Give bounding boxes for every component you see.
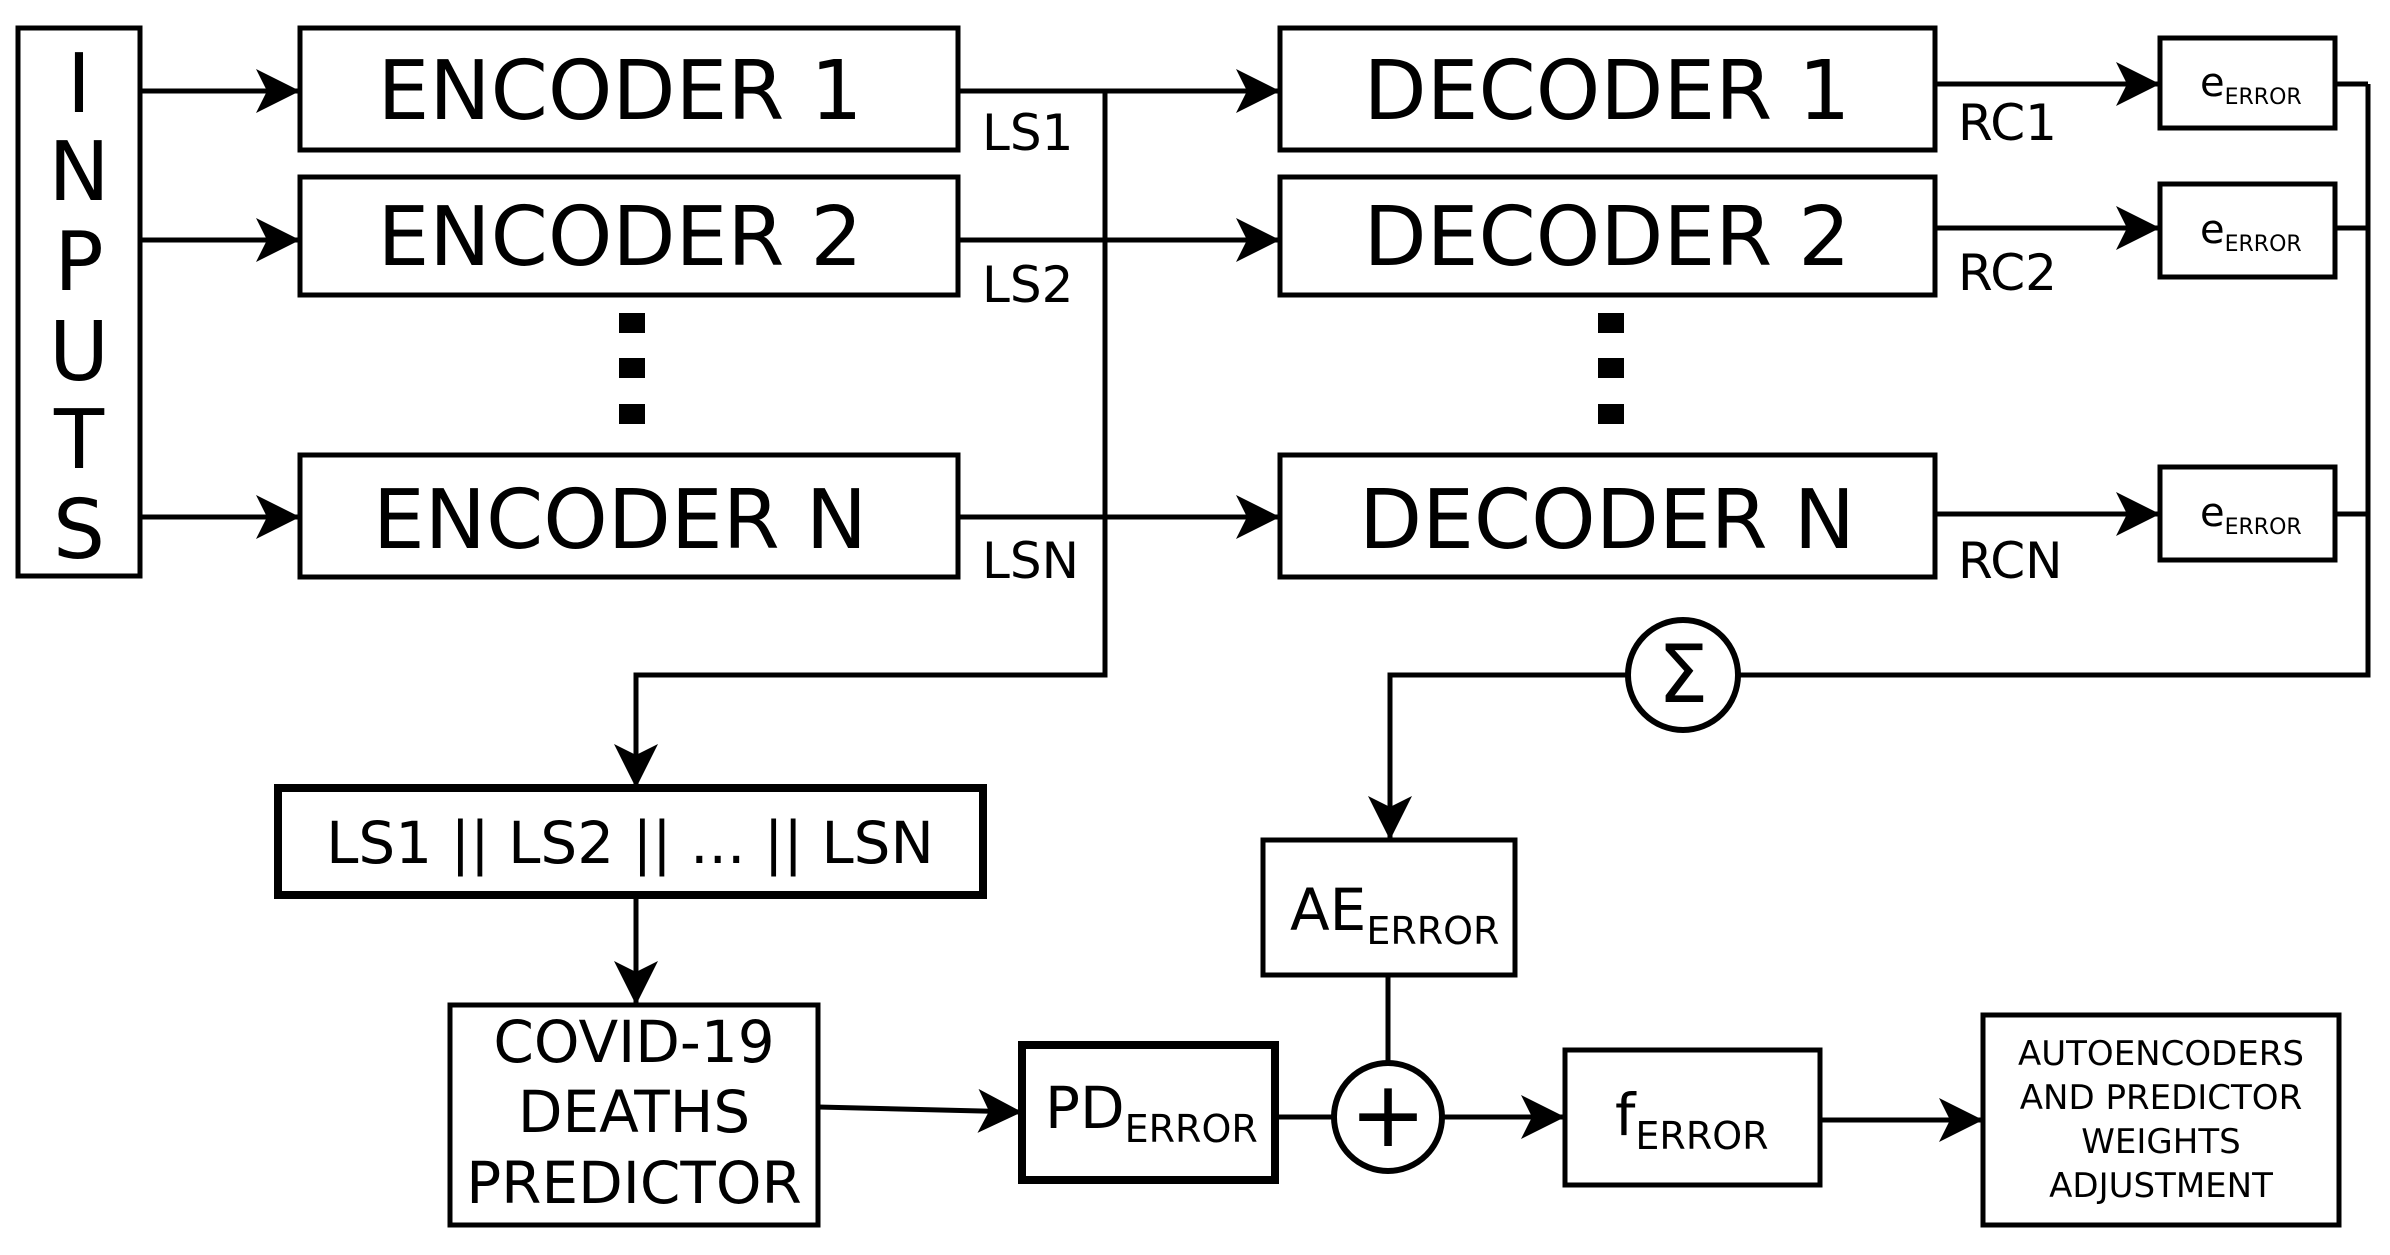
svg-text:AEERROR: AEERROR bbox=[1290, 876, 1499, 953]
inputs-letter: I bbox=[67, 37, 91, 132]
svg-text:PDERROR: PDERROR bbox=[1045, 1074, 1258, 1151]
error-sub: ERROR bbox=[2225, 232, 2302, 257]
weights-adjustment-block: AUTOENCODERS AND PREDICTOR WEIGHTS ADJUS… bbox=[1980, 1012, 2342, 1228]
predictor-line: COVID-19 bbox=[493, 1008, 774, 1076]
error-base: e bbox=[2200, 207, 2225, 253]
encoder-2-block: ENCODER 2 bbox=[297, 174, 961, 298]
decoder-label: DECODER N bbox=[1359, 473, 1855, 568]
pd-error-base: PD bbox=[1045, 1074, 1125, 1142]
f-error-block: fERROR bbox=[1562, 1047, 1823, 1188]
inputs-block: I N P U T S bbox=[15, 25, 143, 579]
adjustment-line: ADJUSTMENT bbox=[2049, 1166, 2273, 1206]
error-sub: ERROR bbox=[2225, 515, 2302, 540]
ae-error-base: AE bbox=[1290, 876, 1366, 944]
pd-error-block: PDERROR bbox=[1018, 1041, 1279, 1184]
inputs-letter: S bbox=[53, 483, 105, 578]
latent-label: LS1 bbox=[982, 104, 1073, 162]
reconstruction-error-block: eERROR bbox=[2157, 181, 2338, 280]
ae-error-block: AEERROR bbox=[1260, 837, 1518, 978]
error-sub: ERROR bbox=[2225, 85, 2302, 110]
latent-label: LS2 bbox=[982, 256, 1073, 314]
latent-label: LSN bbox=[982, 532, 1079, 590]
reconstruction-label: RCN bbox=[1958, 532, 2063, 590]
encoder-ellipsis bbox=[619, 313, 645, 424]
svg-text:eERROR: eERROR bbox=[2200, 207, 2302, 257]
f-error-base: f bbox=[1615, 1081, 1637, 1149]
reconstruction-label: RC2 bbox=[1958, 244, 2057, 302]
inputs-letter: T bbox=[53, 393, 105, 488]
predictor-line: DEATHS bbox=[518, 1078, 750, 1146]
decoder-n-block: DECODER N bbox=[1277, 452, 1938, 580]
latent-collection-wire bbox=[614, 91, 1108, 788]
error-base: e bbox=[2200, 60, 2225, 106]
encoder-label: ENCODER 2 bbox=[377, 190, 862, 285]
reconstruction-error-block: eERROR bbox=[2157, 35, 2338, 131]
error-bus bbox=[1738, 84, 2371, 678]
encoder-label: ENCODER N bbox=[373, 473, 867, 568]
reconstruction-label: RC1 bbox=[1958, 94, 2057, 152]
predictor-block: COVID-19 DEATHS PREDICTOR bbox=[447, 1002, 821, 1228]
decoder-1-block: DECODER 1 bbox=[1277, 25, 1938, 153]
error-base: e bbox=[2200, 490, 2225, 536]
concat-label: LS1 || LS2 || ... || LSN bbox=[326, 809, 934, 877]
plus-symbol: + bbox=[1349, 1061, 1426, 1168]
adjustment-line: AUTOENCODERS bbox=[2018, 1034, 2304, 1074]
decoder-2-block: DECODER 2 bbox=[1277, 174, 1938, 298]
encoder-n-block: ENCODER N bbox=[297, 452, 961, 580]
predictor-line: PREDICTOR bbox=[466, 1149, 802, 1217]
sum-node: Σ bbox=[1625, 617, 1741, 733]
encoder-label: ENCODER 1 bbox=[377, 44, 862, 139]
sum-symbol: Σ bbox=[1658, 628, 1709, 721]
decoder-label: DECODER 2 bbox=[1364, 190, 1851, 285]
decoder-ellipsis bbox=[1598, 313, 1624, 424]
predictor-to-pd-arrow bbox=[817, 1088, 1023, 1133]
reconstruction-error-block: eERROR bbox=[2157, 464, 2338, 563]
svg-text:fERROR: fERROR bbox=[1615, 1081, 1769, 1158]
svg-text:eERROR: eERROR bbox=[2200, 490, 2302, 540]
f-error-sub: ERROR bbox=[1635, 1114, 1768, 1158]
inputs-letter: N bbox=[48, 125, 109, 220]
plus-node: + bbox=[1331, 1060, 1445, 1174]
ae-error-sub: ERROR bbox=[1366, 909, 1499, 953]
inputs-letter: P bbox=[54, 215, 103, 310]
decoder-label: DECODER 1 bbox=[1364, 44, 1851, 139]
adjustment-line: WEIGHTS bbox=[2081, 1122, 2240, 1162]
inputs-letter: U bbox=[49, 305, 109, 400]
adjustment-line: AND PREDICTOR bbox=[2020, 1078, 2302, 1118]
encoder-1-block: ENCODER 1 bbox=[297, 25, 961, 153]
pd-error-sub: ERROR bbox=[1125, 1107, 1258, 1151]
sum-to-ae-wire bbox=[1368, 672, 1628, 840]
svg-text:eERROR: eERROR bbox=[2200, 60, 2302, 110]
concat-block: LS1 || LS2 || ... || LSN bbox=[274, 784, 987, 899]
